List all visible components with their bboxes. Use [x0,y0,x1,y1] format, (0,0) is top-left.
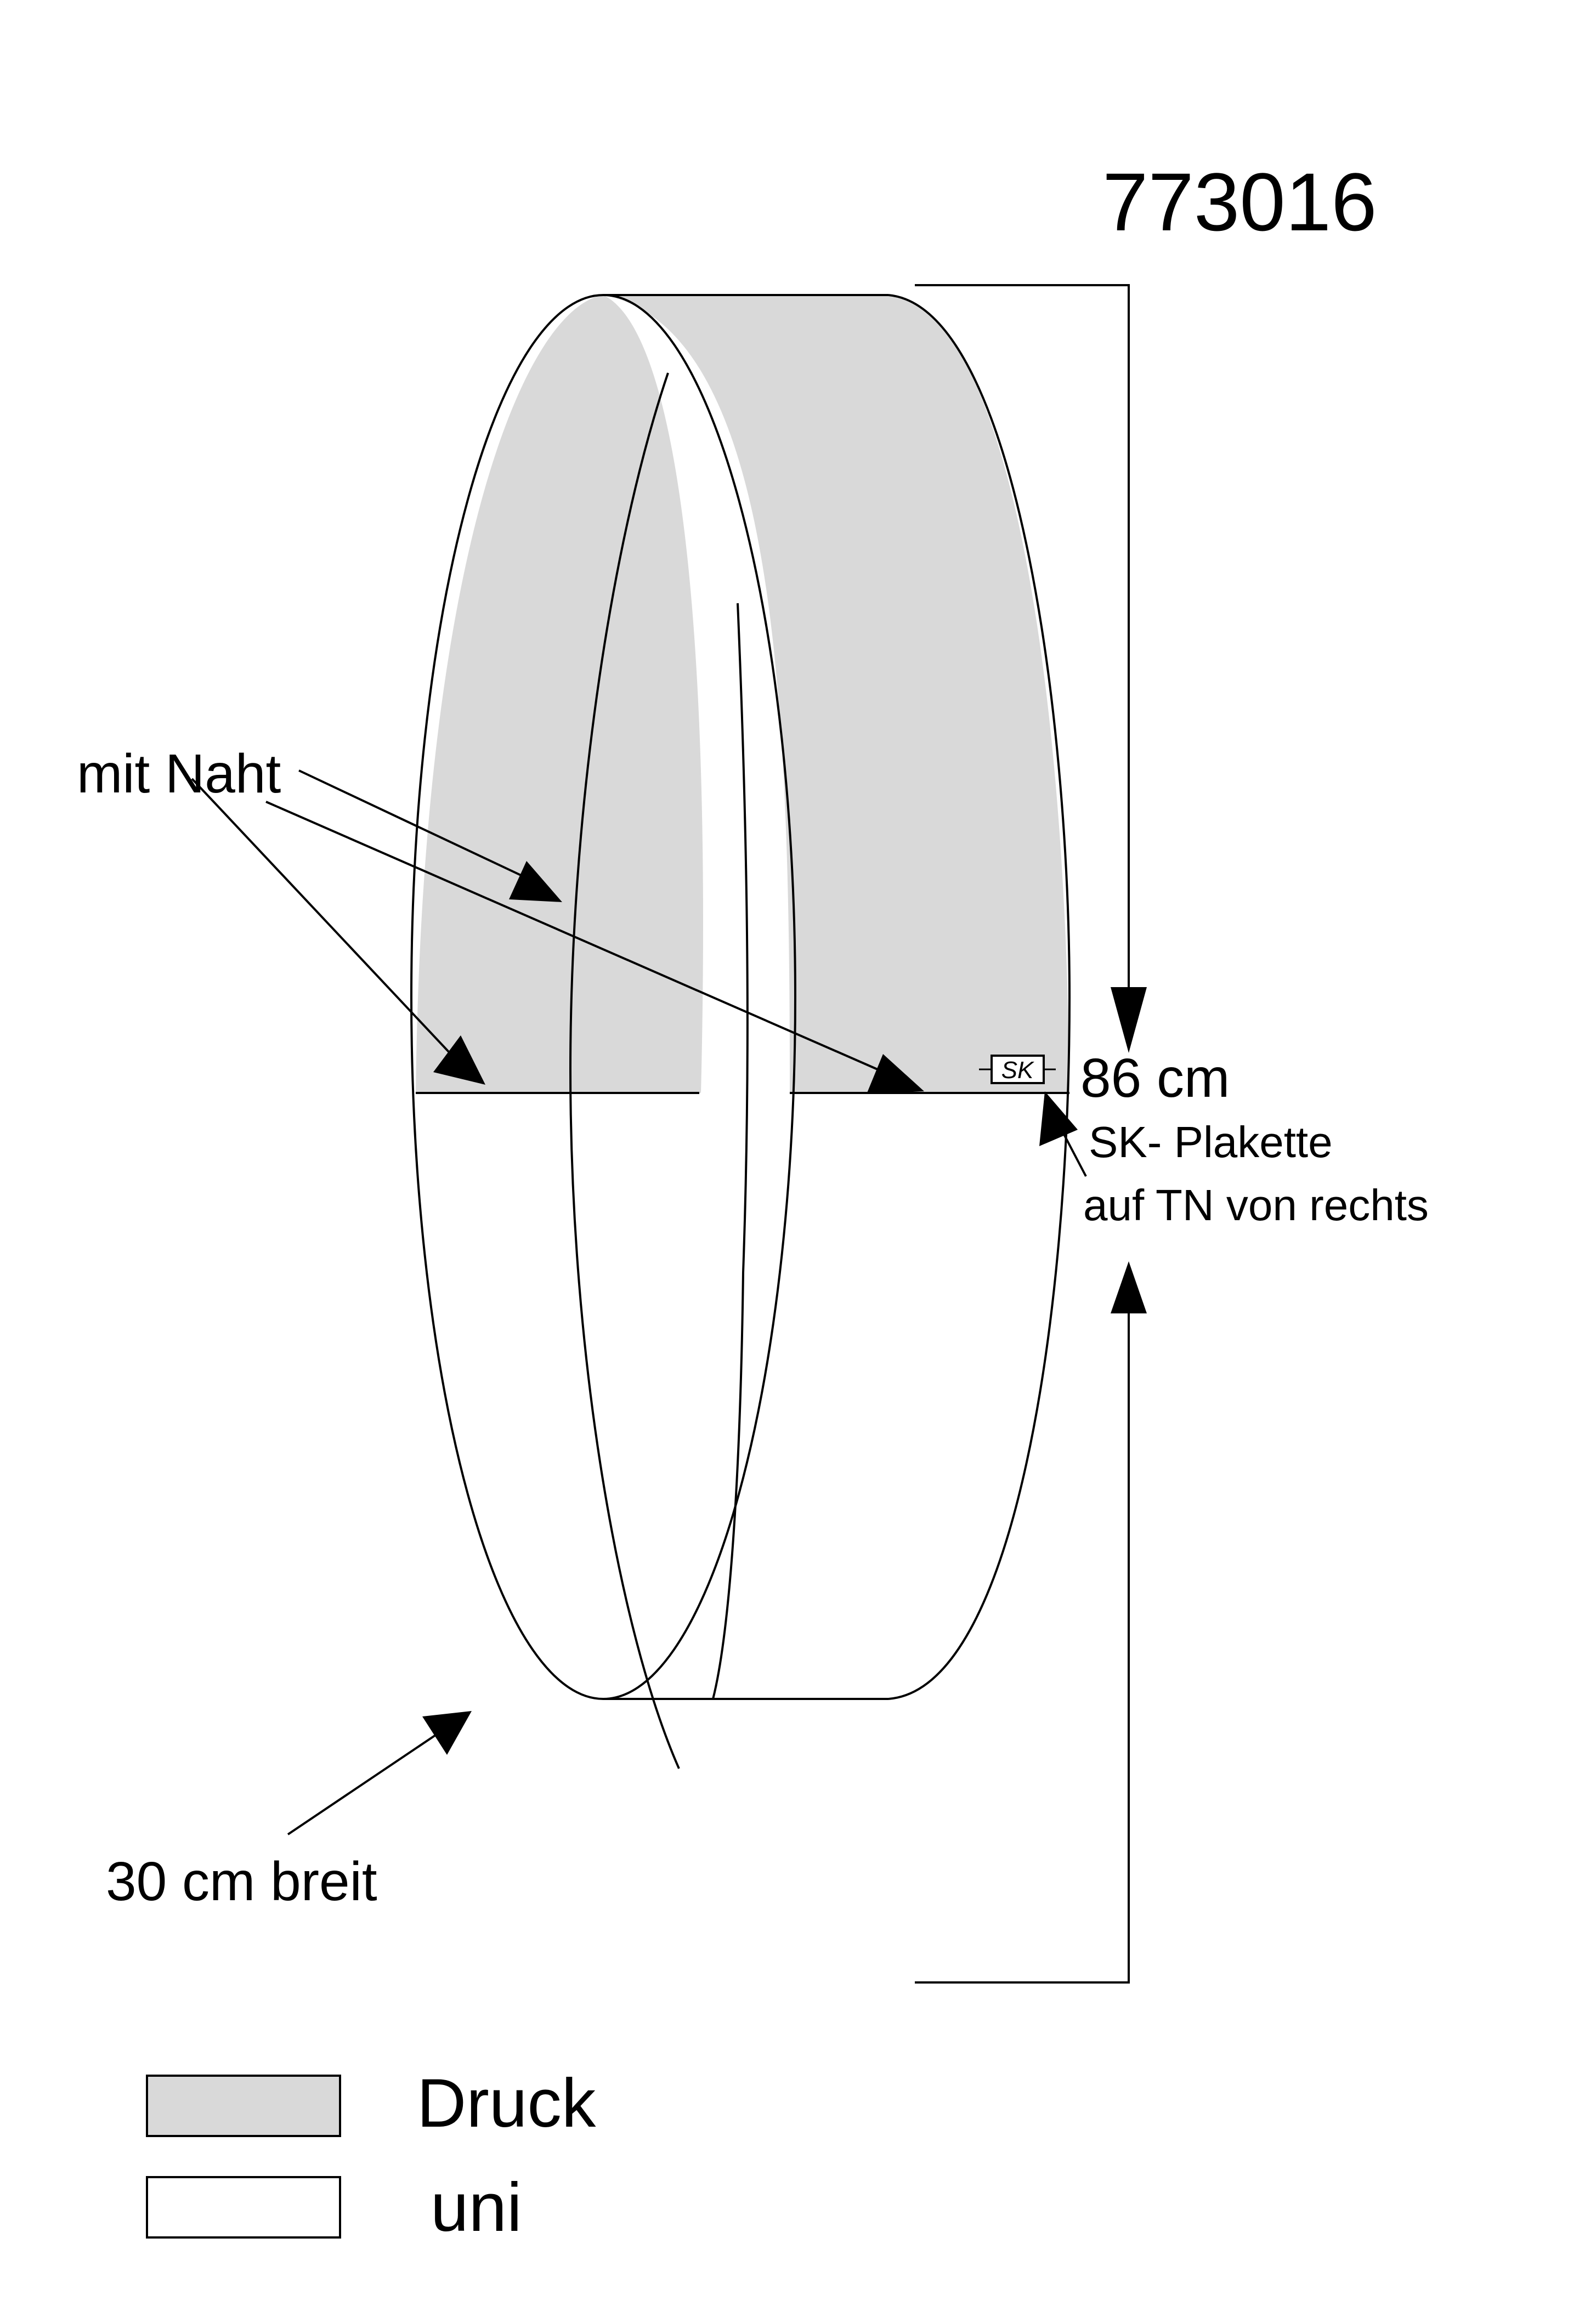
plaque-label-line2: auf TN von rechts [1083,1181,1429,1230]
height-label: 86 cm [1080,1047,1230,1109]
drawing-number: 773016 [1102,156,1377,248]
legend-label-print: Druck [417,2065,596,2141]
seam-arrow-2 [433,1035,485,1085]
height-dim-bottom-line [915,1311,1130,1984]
width-leader [287,1711,472,1835]
plaque-label-line1: SK- Plakette [1089,1118,1333,1166]
width-leader-line [287,1732,440,1835]
legend-label-uni: uni [431,2169,522,2246]
plaque-arrow [1039,1091,1078,1146]
height-dim-arrow-up [1111,1261,1147,1313]
width-arrow [422,1711,472,1755]
sk-plaque-logo: SK [1001,1057,1034,1084]
seam-arrow-3 [867,1054,924,1094]
width-label: 30 cm breit [106,1851,377,1912]
ring-outline [410,294,1071,1769]
height-dimension [915,284,1147,1984]
ring-back-edge [888,294,1071,1700]
seam-arrow-1 [509,861,562,902]
print-band-right [603,295,1069,1093]
seam-label: mit Naht [77,743,281,804]
plaque-leader [1039,1091,1087,1177]
ring-inner-curve-right [712,603,749,1699]
legend-swatch-uni [146,2176,341,2239]
seam-leader-1 [298,769,544,887]
seam-leader-3 [265,801,878,1070]
height-dim-top-line [915,284,1130,1017]
print-band-left [416,295,704,1093]
legend: Druck uni [146,2065,596,2246]
seam-leader-2 [191,778,451,1054]
seam-leaders [191,769,924,1094]
ring-inner-curve [569,372,680,1769]
sk-plaque-box [991,1055,1045,1084]
print-band [416,295,1069,1093]
sk-plaque: SK [979,1055,1056,1084]
height-dim-arrow-down [1111,987,1147,1053]
legend-swatch-print [146,2075,341,2137]
